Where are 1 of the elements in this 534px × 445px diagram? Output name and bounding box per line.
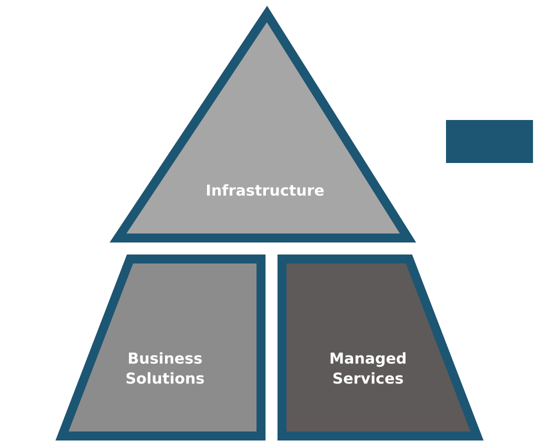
trapezoid-segment: Managed Services — [278, 254, 484, 440]
